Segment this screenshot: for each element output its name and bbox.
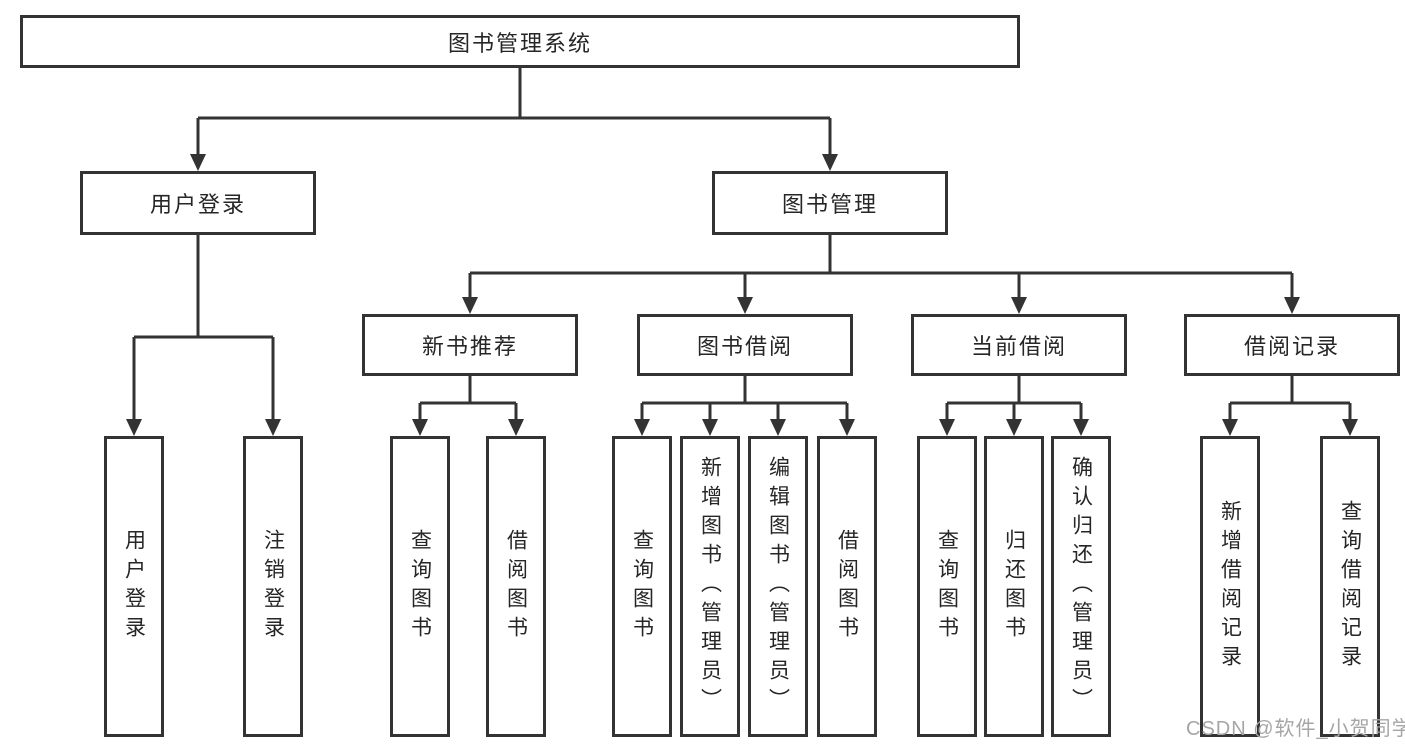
node-library-management-system: 图书管理系统 — [20, 15, 1020, 68]
node-leaf-borrow-books: 借阅图书 — [486, 436, 546, 737]
node-label: 借阅图书 — [835, 528, 859, 645]
arrowhead-icon — [265, 419, 281, 436]
arrowhead-icon — [1011, 297, 1027, 314]
node-label: 查询图书 — [630, 528, 654, 645]
arrowhead-icon — [1073, 419, 1089, 436]
node-leaf-add-borrow-record: 新增借阅记录 — [1200, 436, 1260, 737]
arrowhead-icon — [1342, 419, 1358, 436]
node-leaf-query-books: 查询图书 — [917, 436, 977, 737]
node-label: 查询借阅记录 — [1338, 499, 1362, 674]
csdn-watermark: CSDN @软件_小贺同学 — [1186, 718, 1405, 740]
node-label: 借阅图书 — [504, 528, 528, 645]
arrowhead-icon — [1006, 419, 1022, 436]
arrowhead-icon — [412, 419, 428, 436]
arrowhead-icon — [1284, 297, 1300, 314]
node-leaf-user-login: 用户登录 — [104, 436, 164, 737]
node-leaf-confirm-return-admin: 确认归还（管理员） — [1051, 436, 1111, 737]
arrowhead-icon — [462, 297, 478, 314]
arrowhead-icon — [126, 419, 142, 436]
node-book-borrowing: 图书借阅 — [637, 314, 853, 376]
node-leaf-add-book-admin: 新增图书（管理员） — [680, 436, 740, 737]
node-new-book-recommend: 新书推荐 — [362, 314, 578, 376]
connector-bookborrow-to-leaves — [640, 376, 849, 421]
connector-userlogin-to-leaves — [132, 235, 275, 421]
arrowhead-icon — [1222, 419, 1238, 436]
node-label: 查询图书 — [408, 528, 432, 645]
node-book-management: 图书管理 — [712, 171, 948, 235]
arrowhead-icon — [702, 419, 718, 436]
node-current-borrowing: 当前借阅 — [911, 314, 1127, 376]
node-leaf-borrow-books: 借阅图书 — [817, 436, 877, 737]
arrowhead-icon — [770, 419, 786, 436]
arrowhead-icon — [939, 419, 955, 436]
node-leaf-query-borrow-record: 查询借阅记录 — [1320, 436, 1380, 737]
node-leaf-query-books: 查询图书 — [612, 436, 672, 737]
connector-newbook-to-leaves — [418, 376, 518, 421]
node-label: 编辑图书（管理员） — [766, 456, 790, 717]
connector-root-to-level1 — [196, 68, 832, 156]
arrowhead-icon — [822, 154, 838, 171]
node-leaf-edit-book-admin: 编辑图书（管理员） — [748, 436, 808, 737]
connector-currentborrow-to-leaves — [945, 376, 1083, 421]
node-label: 注销登录 — [261, 528, 285, 645]
arrowhead-icon — [737, 297, 753, 314]
node-leaf-logout: 注销登录 — [243, 436, 303, 737]
node-user-login: 用户登录 — [80, 171, 316, 235]
node-borrowing-records: 借阅记录 — [1184, 314, 1400, 376]
node-label: 确认归还（管理员） — [1069, 456, 1093, 717]
arrowheads — [126, 154, 1358, 436]
node-label: 新增借阅记录 — [1218, 499, 1242, 674]
node-leaf-query-books: 查询图书 — [390, 436, 450, 737]
connector-records-to-leaves — [1228, 376, 1352, 421]
arrowhead-icon — [508, 419, 524, 436]
node-label: 归还图书 — [1002, 528, 1026, 645]
node-label: 查询图书 — [935, 528, 959, 645]
arrowhead-icon — [634, 419, 650, 436]
node-label: 新增图书（管理员） — [698, 456, 722, 717]
node-leaf-return-books: 归还图书 — [984, 436, 1044, 737]
connector-bookmgmt-to-level2 — [468, 235, 1294, 299]
node-label: 用户登录 — [122, 528, 146, 645]
arrowhead-icon — [839, 419, 855, 436]
arrowhead-icon — [190, 154, 206, 171]
